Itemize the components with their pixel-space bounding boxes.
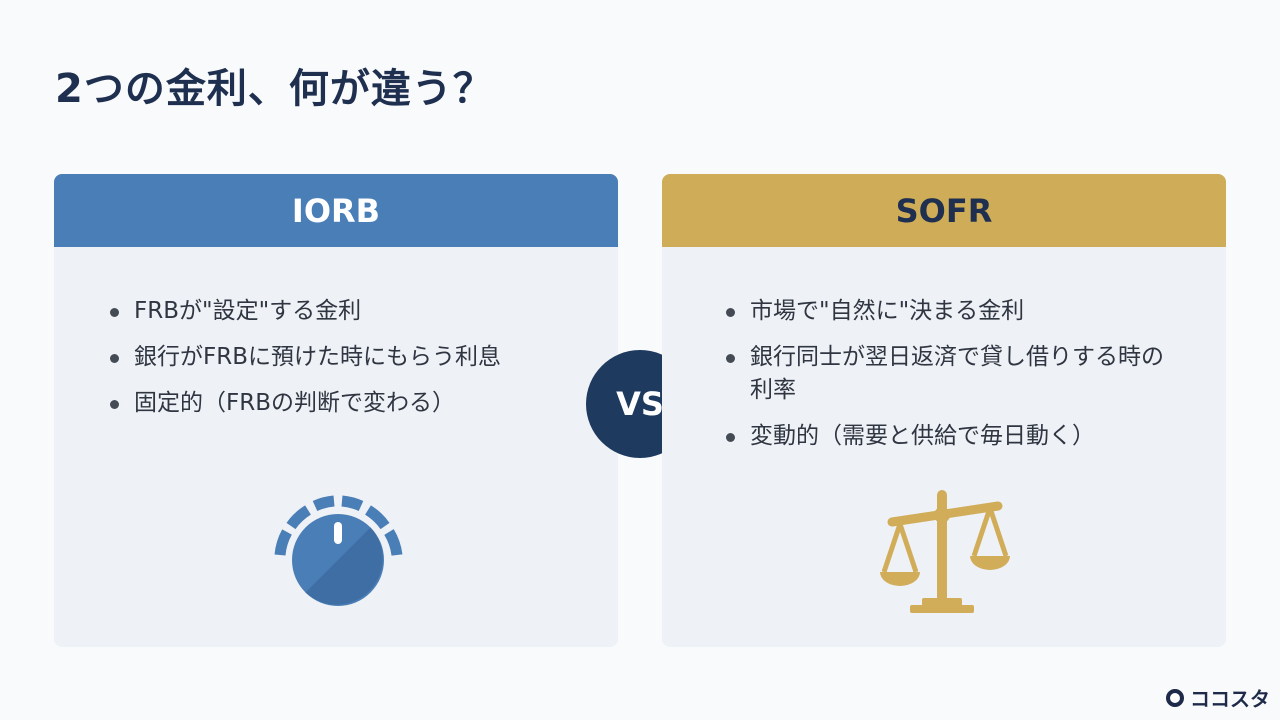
bullet-item: 固定的（FRBの判断で変わる）	[110, 387, 618, 420]
brand-logo: ココスタ	[1166, 683, 1270, 712]
sofr-bullet-list: 市場で"自然に"決まる金利 銀行同士が翌日返済で貸し借りする時の利率 変動的（需…	[662, 247, 1226, 453]
dial-knob-icon	[274, 495, 403, 606]
bullet-item: 銀行がFRBに預けた時にもらう利息	[110, 341, 618, 374]
iorb-bullet-list: FRBが"設定"する金利 銀行がFRBに預けた時にもらう利息 固定的（FRBの判…	[54, 247, 618, 420]
brand-circle-icon	[1166, 688, 1184, 707]
iorb-card-header: IORB	[54, 174, 618, 247]
balance-scale-icon	[880, 490, 1010, 613]
bullet-item: 銀行同士が翌日返済で貸し借りする時の利率	[726, 341, 1166, 407]
bullet-item: 変動的（需要と供給で毎日動く）	[726, 420, 1166, 453]
bullet-item: FRBが"設定"する金利	[110, 295, 618, 328]
brand-name: ココスタ	[1190, 687, 1270, 711]
bullet-item: 市場で"自然に"決まる金利	[726, 295, 1166, 328]
slide-title: 2つの金利、何が違う？	[55, 66, 494, 112]
sofr-card-header: SOFR	[662, 174, 1226, 247]
